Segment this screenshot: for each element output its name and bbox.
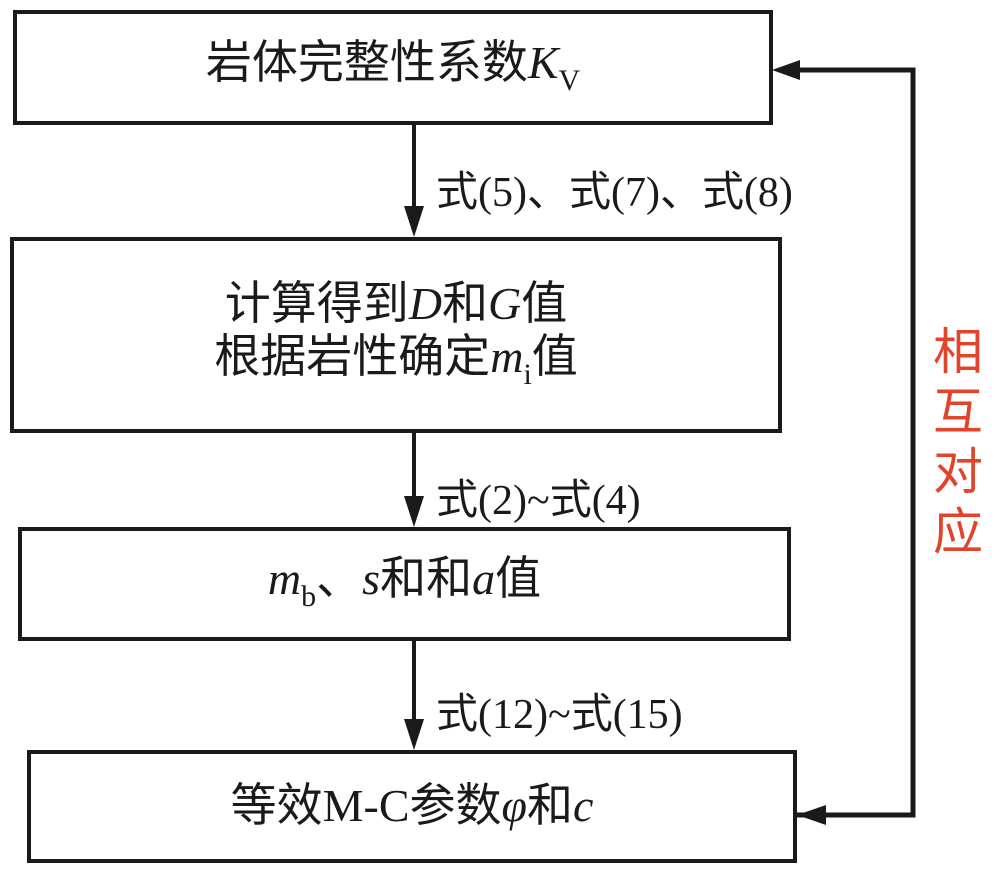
box-dg-line2: 根据岩性确定mi值	[214, 331, 578, 393]
math-symbol: m	[267, 553, 302, 605]
text-segment: 和	[442, 277, 488, 329]
text-segment: 岩体完整性系数	[205, 36, 528, 88]
text-segment: 值	[521, 277, 568, 329]
box-mb-s-a: mb、s和和a值	[18, 527, 791, 641]
arrow-dg-to-mb	[404, 432, 424, 527]
subscript: b	[301, 580, 317, 614]
text-segment: 、	[316, 553, 363, 605]
math-symbol: c	[572, 780, 594, 832]
box-dg-line1: 计算得到D和G值	[225, 278, 567, 331]
box-mc-text: 等效M-C参数φ和c	[231, 780, 594, 833]
text-segment: 根据岩性确定	[214, 330, 491, 382]
box-rock-integrity-kv: 岩体完整性系数KV	[13, 10, 773, 125]
text-segment: 等效M-C参数	[230, 780, 502, 832]
text-segment: 和和	[380, 553, 473, 605]
box-kv-text: 岩体完整性系数KV	[206, 37, 580, 99]
math-symbol: K	[527, 36, 559, 88]
arrow-mb-to-mc	[404, 640, 424, 750]
arrowhead-bottom	[797, 805, 826, 825]
edge-label-1: 式(5)、式(7)、式(8)	[436, 170, 793, 216]
feedback-loop	[772, 60, 916, 825]
math-symbol: φ	[501, 780, 527, 832]
feedback-label: 相 互 对 应	[928, 322, 988, 562]
feedback-char: 应	[933, 503, 983, 561]
arrow-kv-to-dg	[404, 124, 424, 237]
edge-label-3: 式(12)~式(15)	[436, 692, 683, 738]
math-symbol: m	[490, 330, 524, 382]
box-equivalent-mc: 等效M-C参数φ和c	[27, 750, 797, 863]
subscript: V	[558, 63, 581, 97]
box-mb-text: mb、s和和a值	[268, 553, 541, 615]
math-symbol: s	[362, 553, 381, 605]
text-segment: 和	[526, 780, 573, 832]
edge-label-2: 式(2)~式(4)	[436, 478, 641, 524]
text-segment: 值	[495, 553, 542, 605]
arrowhead-top	[772, 60, 800, 80]
math-symbol: G	[488, 277, 522, 329]
math-symbol: D	[408, 277, 442, 329]
feedback-char: 互	[933, 383, 983, 441]
math-symbol: a	[472, 553, 496, 605]
subscript: i	[523, 357, 532, 391]
box-calc-d-g-mi: 计算得到D和G值 根据岩性确定mi值	[10, 237, 782, 433]
text-segment: 计算得到	[224, 277, 409, 329]
text-segment: 值	[531, 330, 578, 382]
feedback-char: 相	[933, 323, 983, 381]
feedback-char: 对	[933, 443, 983, 501]
